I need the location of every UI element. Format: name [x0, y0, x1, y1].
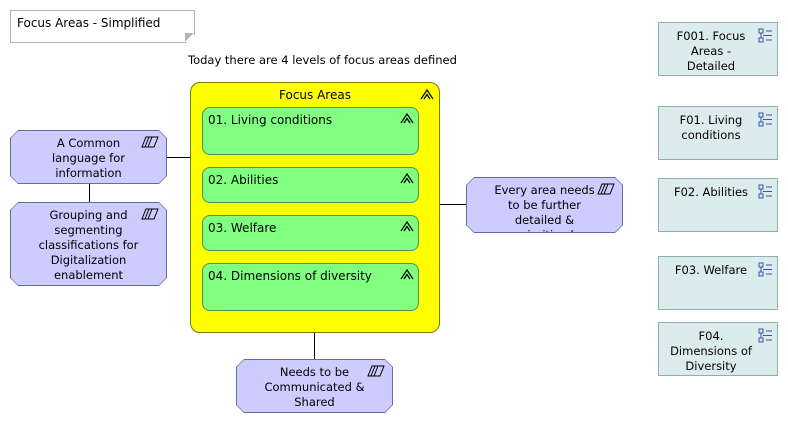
reference-label: F01. Living conditions: [679, 113, 743, 142]
reference-focus-areas-detailed[interactable]: F001. Focus Areas - Detailed: [658, 22, 778, 76]
reference-label: F02. Abilities: [673, 185, 749, 199]
capability-icon: [400, 172, 414, 184]
heading-note: Today there are 4 levels of focus areas …: [188, 53, 457, 67]
outcome-communicated-shared[interactable]: Needs to be Communicated & Shared: [236, 359, 393, 413]
capability-icon: [400, 112, 414, 124]
reference-dimensions-of-diversity[interactable]: F04. Dimensions of Diversity: [658, 322, 778, 376]
outcome-label: Needs to be Communicated & Shared: [237, 360, 392, 412]
outcome-label: Grouping and segmenting classifications …: [11, 203, 166, 285]
diagram-link-icon: [758, 28, 772, 43]
parallelogram-icon: [141, 136, 159, 148]
diagram-title-text: Focus Areas - Simplified: [17, 16, 161, 30]
focus-area-label: 04. Dimensions of diversity: [208, 269, 372, 283]
reference-living-conditions[interactable]: F01. Living conditions: [658, 106, 778, 160]
focus-area-living-conditions[interactable]: 01. Living conditions: [202, 107, 419, 155]
diagram-link-icon: [758, 262, 772, 277]
capability-icon: [400, 268, 414, 280]
focus-area-label: 01. Living conditions: [208, 113, 333, 127]
parallelogram-icon: [597, 183, 615, 195]
reference-abilities[interactable]: F02. Abilities: [658, 178, 778, 232]
connector-common-language-to-group: [166, 157, 191, 158]
focus-area-dimensions-of-diversity[interactable]: 04. Dimensions of diversity: [202, 263, 419, 311]
diagram-link-icon: [758, 328, 772, 343]
reference-label: F001. Focus Areas - Detailed: [676, 29, 746, 73]
diagram-link-icon: [758, 112, 772, 127]
focus-area-label: 02. Abilities: [208, 173, 279, 187]
connector-common-language-to-grouping: [89, 184, 90, 202]
outcome-label: Every area needs to be further detailed …: [467, 178, 622, 232]
focus-area-label: 03. Welfare: [208, 221, 277, 235]
connector-group-to-detailed: [440, 204, 466, 205]
parallelogram-icon: [141, 208, 159, 220]
diagram-link-icon: [758, 184, 772, 199]
reference-label: F04. Dimensions of Diversity: [670, 329, 752, 373]
capability-icon: [400, 220, 414, 232]
outcome-common-language[interactable]: A Common language for information: [10, 130, 167, 184]
parallelogram-icon: [367, 365, 385, 377]
capability-icon: [420, 88, 434, 100]
group-label: Focus Areas: [279, 88, 351, 102]
focus-areas-group[interactable]: Focus Areas 01. Living conditions 02. Ab…: [190, 82, 440, 333]
focus-area-welfare[interactable]: 03. Welfare: [202, 215, 419, 251]
diagram-title: Focus Areas - Simplified: [10, 10, 195, 43]
reference-welfare[interactable]: F03. Welfare: [658, 256, 778, 310]
focus-area-abilities[interactable]: 02. Abilities: [202, 167, 419, 203]
outcome-grouping-segmenting[interactable]: Grouping and segmenting classifications …: [10, 202, 167, 286]
outcome-label: A Common language for information: [11, 131, 166, 183]
reference-label: F03. Welfare: [674, 263, 748, 277]
connector-group-to-communicated: [314, 333, 315, 359]
outcome-further-detailed[interactable]: Every area needs to be further detailed …: [466, 177, 623, 233]
